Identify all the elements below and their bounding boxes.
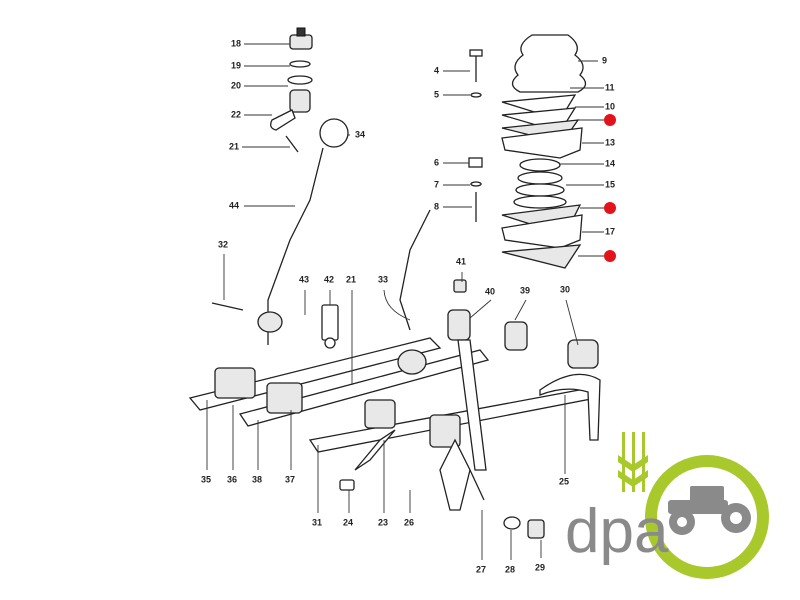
highlight-dot[interactable] <box>604 202 616 214</box>
boot-and-plates <box>501 34 587 269</box>
leader-lines <box>206 43 604 560</box>
part-label: 18 <box>231 38 241 48</box>
part-label: 43 <box>299 274 309 284</box>
part-label: 34 <box>355 129 365 139</box>
part-label: 8 <box>434 201 439 211</box>
gear-icon <box>645 455 769 579</box>
part-label: 40 <box>485 286 495 296</box>
highlight-dot[interactable] <box>604 250 616 262</box>
tractor-icon <box>668 486 751 535</box>
part-label: 10 <box>605 101 615 111</box>
part-label: 39 <box>520 285 530 295</box>
part-label: 21 <box>229 141 239 151</box>
part-labels: 18 19 20 22 21 34 44 32 43 42 21 33 41 4… <box>201 38 615 574</box>
part-label: 5 <box>434 89 439 99</box>
logo-text: dpa <box>565 497 669 566</box>
part-label: 11 <box>605 82 615 92</box>
part-label: 14 <box>605 158 615 168</box>
part-label: 17 <box>605 226 615 236</box>
part-label: 42 <box>324 274 334 284</box>
highlight-markers <box>604 114 616 262</box>
part-label: 13 <box>605 137 615 147</box>
selector-rods <box>188 209 601 539</box>
part-label: 9 <box>602 55 607 65</box>
dpa-logo: dpa <box>565 432 769 579</box>
part-label: 23 <box>378 517 388 527</box>
part-label: 27 <box>476 564 486 574</box>
part-label: 38 <box>252 474 262 484</box>
part-label: 32 <box>218 239 228 249</box>
highlight-dot[interactable] <box>604 114 616 126</box>
part-label: 28 <box>505 564 515 574</box>
part-label: 15 <box>605 179 615 189</box>
part-label: 33 <box>378 274 388 284</box>
part-label: 41 <box>456 256 466 266</box>
part-label: 36 <box>227 474 237 484</box>
bolts-and-nuts <box>468 49 483 222</box>
part-label: 6 <box>434 157 439 167</box>
part-label: 29 <box>535 562 545 572</box>
shift-lever-parts <box>211 27 349 349</box>
part-label: 4 <box>434 65 439 75</box>
part-label: 26 <box>404 517 414 527</box>
part-label: 19 <box>231 60 241 70</box>
part-label: 31 <box>312 517 322 527</box>
part-label: 35 <box>201 474 211 484</box>
part-label: 24 <box>343 517 353 527</box>
part-label: 20 <box>231 80 241 90</box>
part-label: 7 <box>434 179 439 189</box>
part-label: 21 <box>346 274 356 284</box>
wheat-icon <box>618 432 648 492</box>
part-label: 22 <box>231 109 241 119</box>
part-label: 44 <box>229 200 239 210</box>
part-label: 30 <box>560 284 570 294</box>
part-label: 25 <box>559 476 569 486</box>
part-label: 37 <box>285 474 295 484</box>
